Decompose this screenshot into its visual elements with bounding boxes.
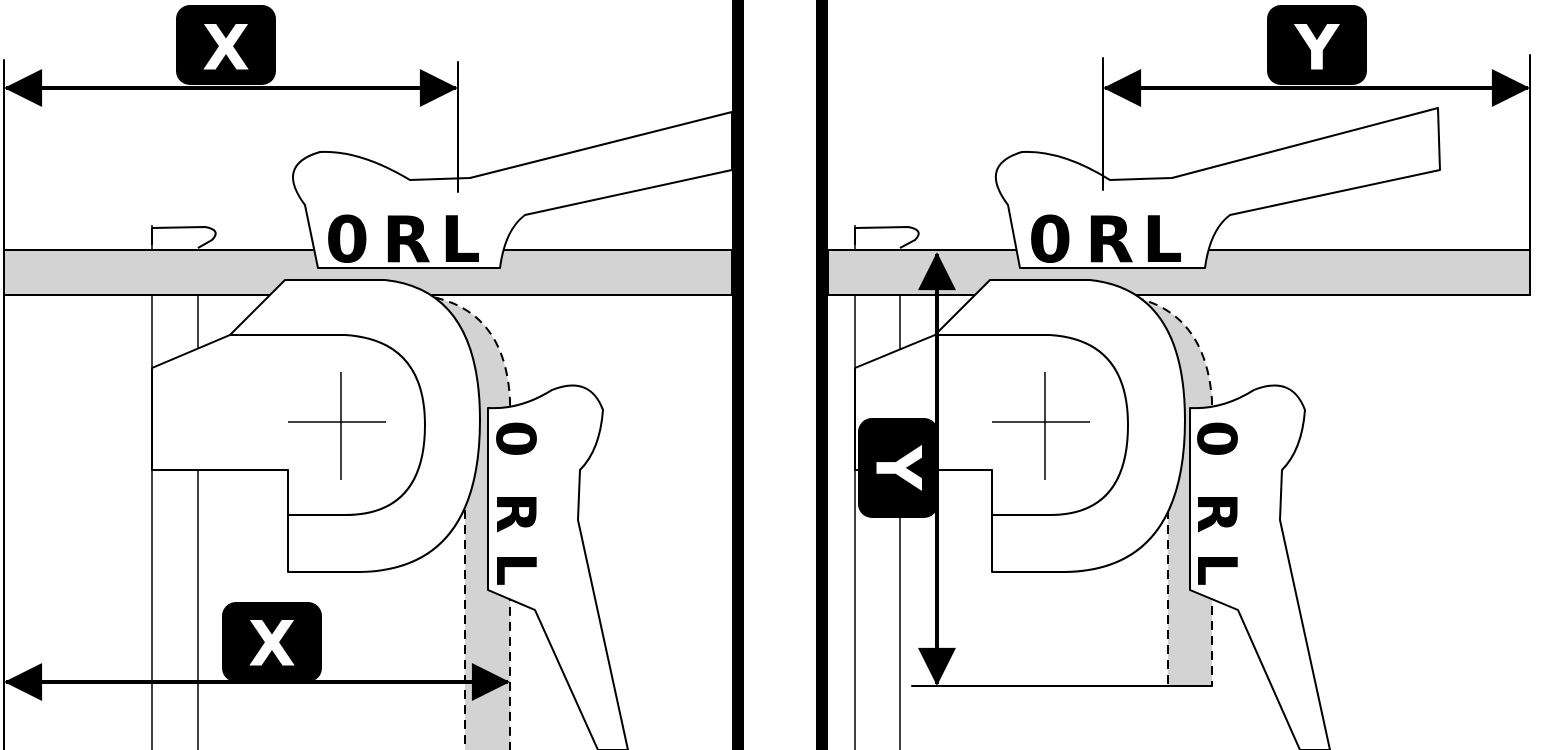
dimension-label-x-bottom: X bbox=[248, 608, 296, 681]
marking-char: 0 bbox=[325, 204, 370, 278]
marking-char: R bbox=[1085, 204, 1134, 278]
rail-clip bbox=[151, 226, 217, 249]
marking-char: L bbox=[1185, 552, 1248, 586]
right-panel: 0 R L 0 R L Y Y bbox=[816, 0, 1531, 750]
hinge-cup-body bbox=[151, 279, 481, 573]
marking-char: R bbox=[484, 492, 547, 534]
marking-char: 0 bbox=[1185, 420, 1248, 458]
dimension-label-x-top: X bbox=[202, 12, 250, 85]
hinge-arm-vertical bbox=[1189, 384, 1331, 750]
dimension-badge-x-top bbox=[176, 5, 276, 85]
marking-char: L bbox=[1142, 204, 1183, 278]
dimension-badge-y-top bbox=[1267, 5, 1367, 85]
marking-char: 0 bbox=[1028, 204, 1073, 278]
dimension-badge-y-side bbox=[858, 418, 938, 518]
hinge-arm-horizontal bbox=[292, 111, 733, 269]
hinge-cup-inner bbox=[229, 334, 426, 516]
hinge-arm-horizontal bbox=[994, 107, 1441, 269]
hinge-arm-vertical bbox=[487, 384, 629, 750]
door-edge-dashed bbox=[419, 294, 511, 750]
marking-char: L bbox=[440, 204, 481, 278]
dimension-label-y-top: Y bbox=[1294, 12, 1341, 85]
marking-char: 0 bbox=[484, 420, 547, 458]
vertical-hinge-marking: 0 R L bbox=[484, 420, 547, 586]
hinge-cup-inner bbox=[934, 334, 1129, 516]
horizontal-hinge-marking: 0 R L bbox=[1028, 204, 1183, 278]
horizontal-hinge-marking: 0 R L bbox=[325, 204, 481, 278]
dimension-label-y-side: Y bbox=[862, 445, 935, 492]
marking-char: L bbox=[484, 552, 547, 586]
marking-char: R bbox=[1185, 492, 1248, 534]
dimension-badge-x-bottom bbox=[222, 602, 322, 682]
rail-clip bbox=[854, 226, 920, 249]
marking-char: R bbox=[382, 204, 431, 278]
left-panel: 0 R L 0 R L X X bbox=[3, 0, 744, 750]
vertical-hinge-marking: 0 R L bbox=[1185, 420, 1248, 586]
